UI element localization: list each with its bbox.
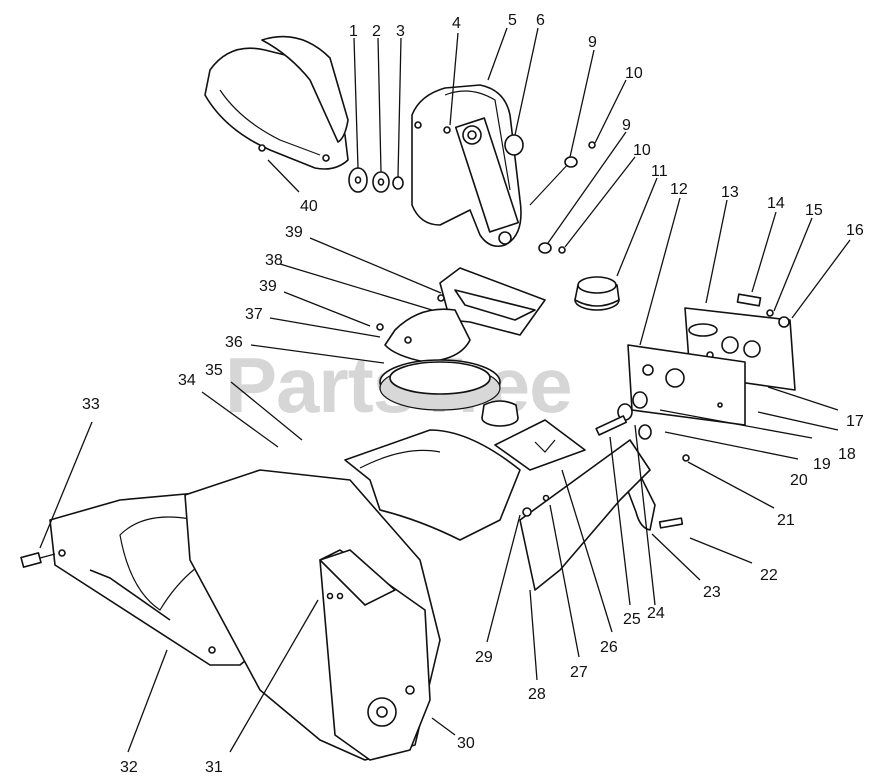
callout-11: 11 — [651, 163, 668, 180]
callout-38: 38 — [265, 252, 283, 269]
callout-14: 14 — [767, 195, 785, 212]
parts-1-2-3-washers — [348, 167, 404, 193]
callout-26: 26 — [600, 639, 618, 656]
callout-9: 9 — [588, 34, 597, 51]
callout-22: 22 — [760, 567, 778, 584]
callout-37: 37 — [245, 306, 263, 323]
callout-36: 36 — [225, 334, 243, 351]
part-40-deflector — [204, 35, 349, 170]
callout-19: 19 — [813, 456, 831, 473]
callout-10b: 10 — [633, 142, 651, 159]
callout-32: 32 — [120, 759, 138, 776]
callout-31: 31 — [205, 759, 223, 776]
callout-1: 1 — [349, 23, 358, 40]
part-26-gasket — [494, 419, 586, 471]
callout-9b: 9 — [622, 117, 631, 134]
parts-9-10-hardware — [529, 141, 596, 254]
leader-lines — [39, 27, 851, 753]
callout-25: 25 — [623, 611, 641, 628]
callout-18: 18 — [838, 446, 856, 463]
callout-2: 2 — [372, 23, 381, 40]
callout-40: 40 — [300, 198, 318, 215]
callout-12: 12 — [670, 181, 688, 198]
callout-33: 33 — [82, 396, 100, 413]
callout-27: 27 — [570, 664, 588, 681]
part-33-bolt — [20, 552, 56, 568]
part-28-side-plate — [519, 439, 651, 591]
callout-labels: 1 2 3 4 5 6 9 10 9 10 11 12 13 14 15 16 … — [82, 12, 864, 776]
callout-34: 34 — [178, 372, 196, 389]
callout-39: 39 — [259, 278, 277, 295]
callout-3: 3 — [396, 23, 405, 40]
callout-23: 23 — [703, 584, 721, 601]
callout-30: 30 — [457, 735, 475, 752]
callout-20: 20 — [790, 472, 808, 489]
callout-6: 6 — [536, 12, 545, 29]
part-11-cap — [574, 276, 620, 311]
callout-35: 35 — [205, 362, 223, 379]
callout-13: 13 — [721, 184, 739, 201]
part-30-auger-housing — [184, 469, 441, 761]
part-31-bracket — [319, 549, 396, 606]
chute-opening — [481, 400, 519, 427]
callout-10: 10 — [625, 65, 643, 82]
callout-28: 28 — [528, 686, 546, 703]
callout-5: 5 — [508, 12, 517, 29]
part-38-chute — [376, 267, 546, 363]
callout-17: 17 — [846, 413, 864, 430]
callout-39b: 39 — [285, 224, 303, 241]
callout-24: 24 — [647, 605, 665, 622]
part-5-chute-bracket — [411, 84, 524, 248]
callout-4: 4 — [452, 15, 461, 32]
part-14-15-16-hardware — [736, 293, 790, 328]
part-18-panel-back — [627, 344, 746, 426]
callout-29: 29 — [475, 649, 493, 666]
callout-21: 21 — [777, 512, 795, 529]
part-36-ring-gear — [379, 359, 501, 411]
auger-scroll-plate — [344, 429, 521, 541]
callout-15: 15 — [805, 202, 823, 219]
callout-16: 16 — [846, 222, 864, 239]
